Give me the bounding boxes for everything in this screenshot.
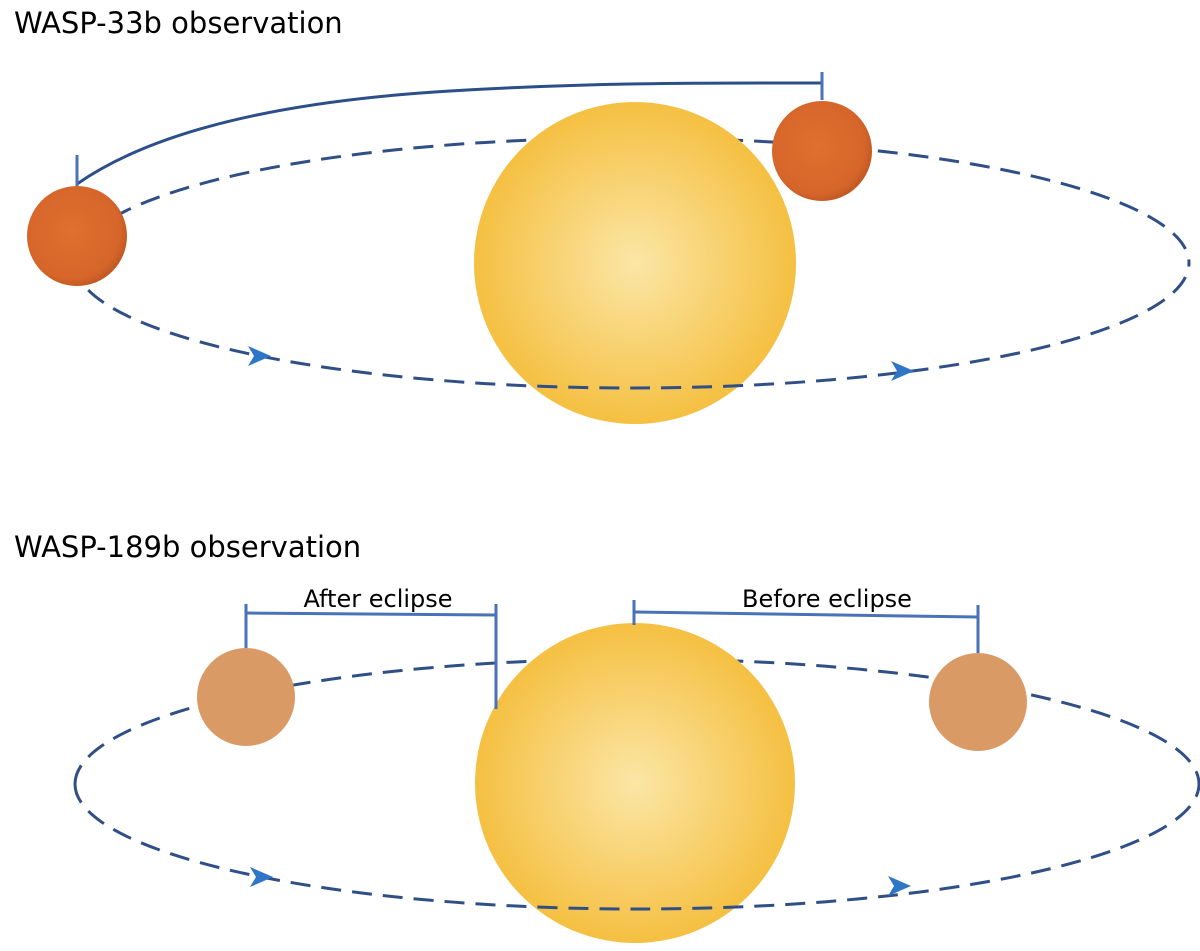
star-wasp-33 bbox=[474, 102, 796, 424]
planet-wasp-189b-right bbox=[929, 653, 1027, 751]
orbit-arrow-icon bbox=[888, 876, 911, 896]
orbit-arrow-icon bbox=[250, 867, 273, 887]
planet-wasp-33b-right bbox=[772, 101, 872, 201]
orbit-front-top bbox=[73, 262, 1191, 390]
observation-bracket bbox=[76, 81, 823, 186]
before-eclipse-bracket bbox=[632, 600, 980, 653]
after-eclipse-bracket bbox=[244, 604, 498, 709]
star-wasp-189 bbox=[475, 623, 795, 943]
after-eclipse-label: After eclipse bbox=[303, 585, 452, 613]
wasp-33b-panel bbox=[27, 72, 1191, 424]
orbit-front-bottom bbox=[73, 783, 1200, 911]
wasp-189b-title: WASP-189b observation bbox=[14, 530, 362, 564]
orbit-arrow-icon bbox=[248, 346, 271, 366]
wasp-189b-panel: After eclipse Before eclipse bbox=[73, 585, 1200, 943]
before-eclipse-label: Before eclipse bbox=[742, 585, 912, 613]
planet-wasp-33b-left bbox=[27, 186, 127, 286]
wasp-33b-title: WASP-33b observation bbox=[14, 6, 343, 40]
planet-wasp-189b-left bbox=[197, 648, 295, 746]
orbit-arrow-icon bbox=[891, 361, 914, 381]
